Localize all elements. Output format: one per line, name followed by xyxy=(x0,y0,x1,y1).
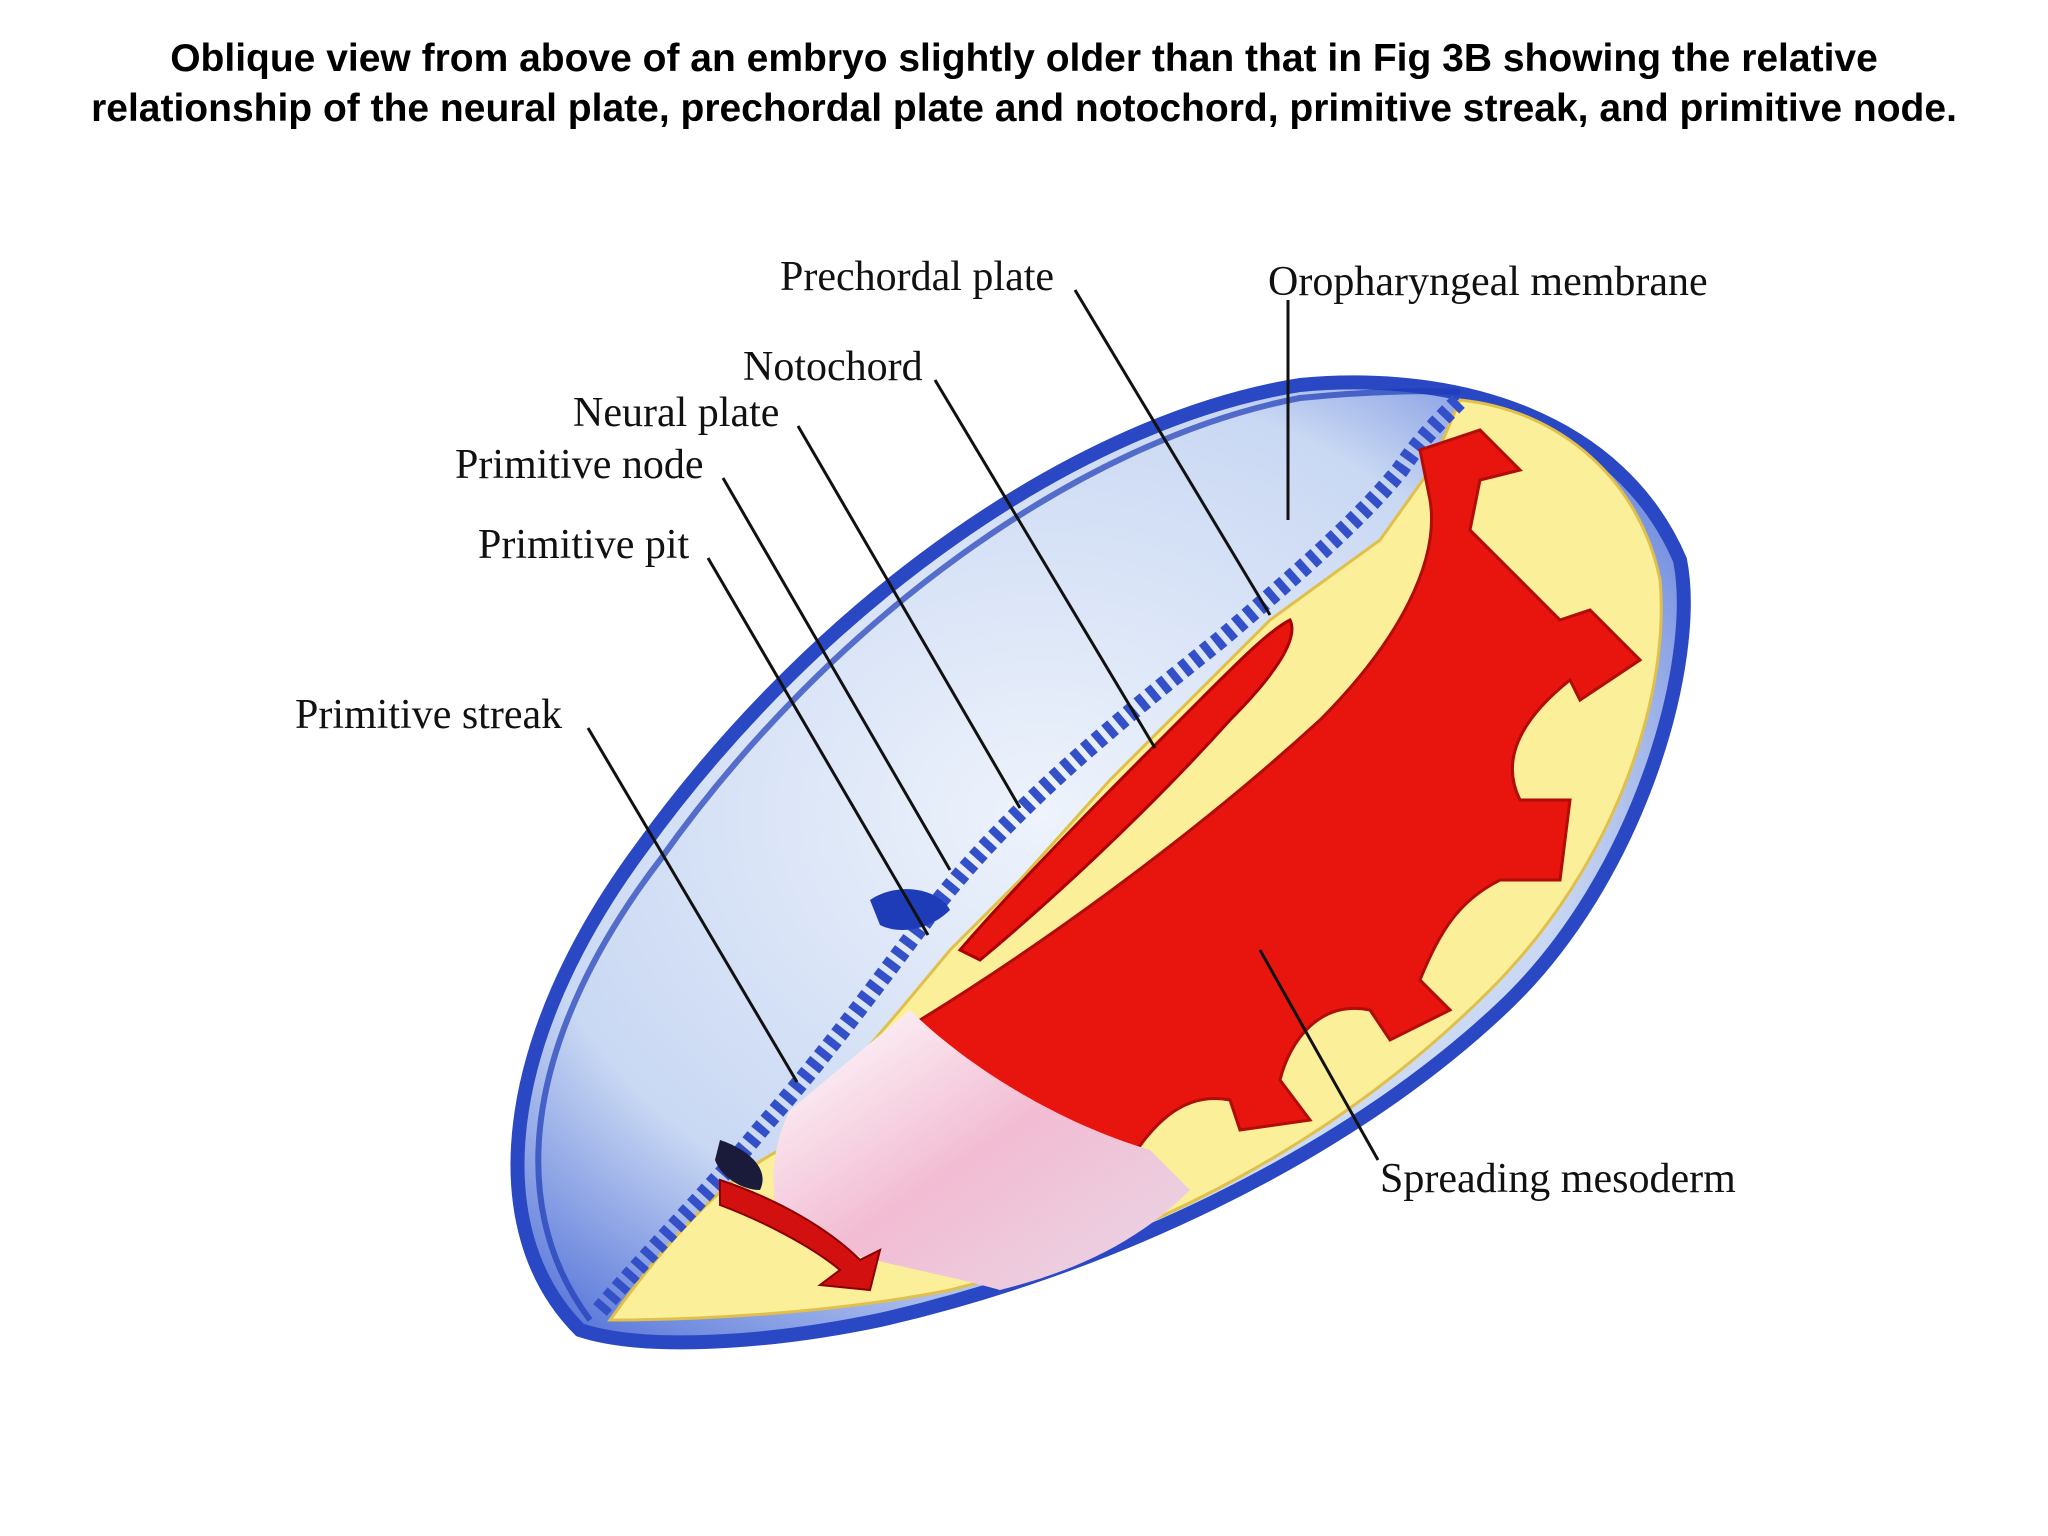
spreading-mesoderm xyxy=(918,428,1643,1233)
label-oropharyngeal-membrane: Oropharyngeal membrane xyxy=(1268,259,1708,305)
ectoderm-cut-edge xyxy=(593,393,1467,1316)
figure-caption: Oblique view from above of an embryo sli… xyxy=(91,37,1957,130)
label-primitive-pit: Primitive pit xyxy=(478,522,690,568)
ectoderm-rim xyxy=(535,388,1461,1322)
label-primitive-streak: Primitive streak xyxy=(295,692,562,738)
leader-primitive-node xyxy=(721,477,952,871)
notochord xyxy=(957,617,1294,962)
caudal-pocket xyxy=(715,1140,763,1190)
leader-prechordal-plate xyxy=(1073,289,1272,616)
leader-primitive-streak xyxy=(586,727,799,1083)
label-primitive-node: Primitive node xyxy=(455,442,703,488)
leader-primitive-pit xyxy=(706,557,930,936)
label-neural-plate: Neural plate xyxy=(573,390,779,436)
primitive-pit xyxy=(870,889,950,930)
label-notochord: Notochord xyxy=(743,344,923,390)
primitive-streak-region xyxy=(773,1010,1190,1290)
leader-notochord xyxy=(933,379,1157,749)
leader-spreading-mesoderm xyxy=(1258,949,1380,1161)
streak-arrow xyxy=(719,1178,882,1292)
leader-neural-plate xyxy=(796,425,1022,809)
label-spreading-mesoderm: Spreading mesoderm xyxy=(1380,1156,1736,1202)
label-prechordal-plate: Prechordal plate xyxy=(780,254,1054,300)
